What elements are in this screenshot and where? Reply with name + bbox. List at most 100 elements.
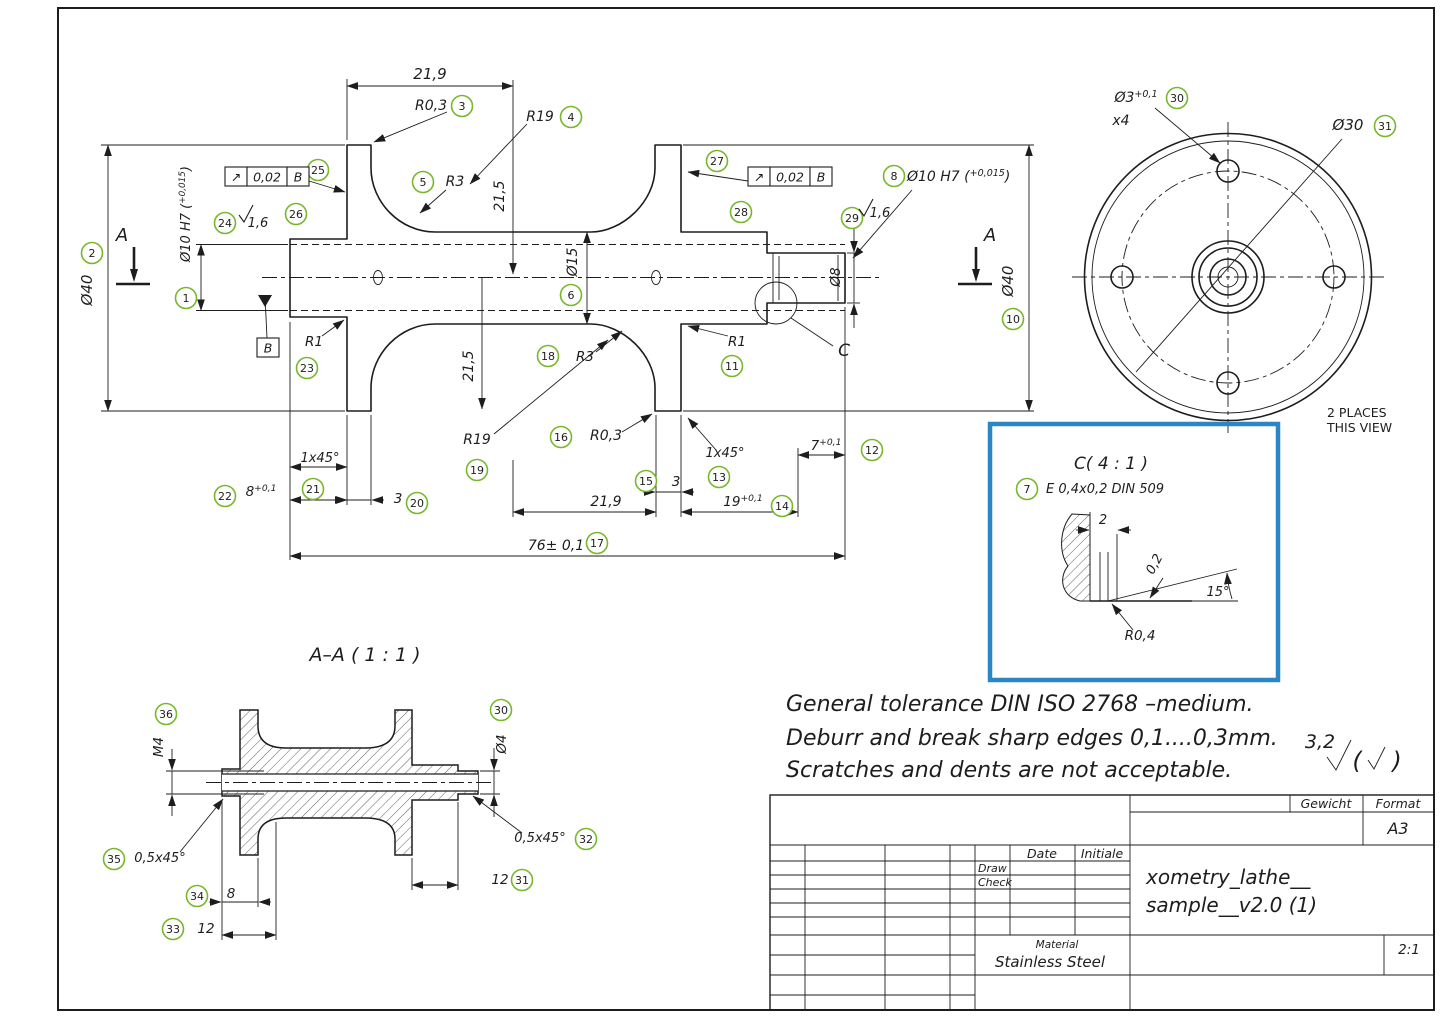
svg-text:28: 28 bbox=[734, 206, 748, 219]
dim-label: R19 bbox=[526, 109, 554, 125]
svg-text:27: 27 bbox=[710, 155, 724, 168]
dim-label: ) bbox=[1390, 747, 1401, 775]
section-dimension-lines bbox=[166, 748, 523, 940]
surface-finish-mark bbox=[238, 204, 254, 224]
svg-text:34: 34 bbox=[190, 890, 204, 903]
dim-label: R0,4 bbox=[1125, 628, 1156, 644]
general-notes: General tolerance DIN ISO 2768 –medium. … bbox=[786, 692, 1278, 783]
balloon-30: 30 bbox=[489, 698, 513, 722]
dim-label: R1 bbox=[728, 334, 746, 350]
balloon-35: 35 bbox=[102, 847, 126, 871]
section-arrow-left bbox=[116, 247, 150, 286]
dim-label: 15° bbox=[1206, 585, 1229, 600]
dim-label: x4 bbox=[1111, 113, 1129, 129]
balloon-22: 22 bbox=[213, 484, 237, 508]
dim-label: 12 bbox=[491, 872, 508, 888]
balloon-32: 32 bbox=[574, 827, 598, 851]
svg-text:0,02: 0,02 bbox=[253, 170, 281, 185]
bolt-hole bbox=[1322, 265, 1346, 289]
balloon-19: 19 bbox=[465, 458, 489, 482]
dim-label: ( bbox=[1352, 747, 1363, 775]
detail-c-circle bbox=[754, 281, 798, 325]
dim-label: R19 bbox=[463, 432, 491, 448]
svg-text:B: B bbox=[817, 170, 826, 185]
balloon-12: 12 bbox=[860, 438, 884, 462]
dim-label: 21,5 bbox=[492, 180, 508, 211]
balloon-20: 20 bbox=[405, 491, 429, 515]
svg-text:21: 21 bbox=[306, 483, 320, 496]
dim-label: Ø10 H7 (+0,015) bbox=[906, 168, 1010, 185]
end-view: 2 PLACES THIS VIEW bbox=[1072, 107, 1392, 435]
balloon-31: 31 bbox=[1373, 114, 1397, 138]
balloon-34: 34 bbox=[185, 884, 209, 908]
svg-text:14: 14 bbox=[775, 500, 789, 513]
flange-hole bbox=[651, 270, 661, 285]
format-label: Format bbox=[1376, 796, 1422, 811]
dim-label: Ø3+0,1 bbox=[1113, 89, 1157, 106]
detail-c-view: C( 4 : 1 ) E 0,4x0,2 DIN 509 bbox=[987, 421, 1281, 683]
surface-finish-value: 3,2 bbox=[1305, 731, 1335, 753]
svg-text:13: 13 bbox=[712, 471, 726, 484]
balloon-14: 14 bbox=[770, 494, 794, 518]
dim-label: 1,6 bbox=[248, 216, 269, 231]
section-arrow-right bbox=[958, 247, 992, 286]
feature-control-frame: B bbox=[256, 337, 280, 358]
svg-text:0,02: 0,02 bbox=[776, 170, 804, 185]
svg-text:11: 11 bbox=[725, 360, 739, 373]
dim-label: 0,5x45° bbox=[514, 831, 565, 846]
dim-label: 12 bbox=[197, 921, 214, 937]
svg-text:B: B bbox=[294, 170, 303, 185]
dim-label: R1 bbox=[305, 334, 323, 350]
svg-text:33: 33 bbox=[166, 923, 180, 936]
svg-text:18: 18 bbox=[541, 350, 555, 363]
svg-text:5: 5 bbox=[420, 176, 427, 189]
svg-text:22: 22 bbox=[218, 490, 232, 503]
dim-label: M4 bbox=[151, 737, 167, 757]
bolt-hole bbox=[1216, 371, 1240, 395]
balloon-21: 21 bbox=[301, 477, 325, 501]
svg-text:10: 10 bbox=[1006, 313, 1020, 326]
balloon-18: 18 bbox=[536, 344, 560, 368]
dim-label: 3 bbox=[394, 491, 403, 507]
note-line1: General tolerance DIN ISO 2768 –medium. bbox=[786, 692, 1254, 717]
dim-label: R3 bbox=[446, 174, 465, 190]
balloon-36: 36 bbox=[154, 702, 178, 726]
svg-text:12: 12 bbox=[865, 444, 879, 457]
dim-label: 0,5x45° bbox=[134, 851, 185, 866]
svg-text:1: 1 bbox=[183, 292, 190, 305]
svg-text:4: 4 bbox=[568, 111, 575, 124]
surface-finish-symbol: 3,2 bbox=[1305, 731, 1386, 771]
dim-label: Ø40 bbox=[78, 275, 96, 307]
balloon-30: 30 bbox=[1165, 86, 1189, 110]
svg-text:7: 7 bbox=[1024, 483, 1031, 496]
dim-label: R3 bbox=[576, 349, 594, 365]
dim-label: Ø4 bbox=[494, 734, 510, 754]
dim-label: C bbox=[838, 341, 850, 361]
dim-label: 1x45° bbox=[300, 451, 339, 466]
detail-c-section-material bbox=[1061, 513, 1091, 602]
balloon-6: 6 bbox=[559, 283, 583, 307]
section-aa-view: A–A ( 1 : 1 ) bbox=[166, 644, 523, 940]
dim-label: 76± 0,1 bbox=[528, 538, 584, 554]
svg-text:25: 25 bbox=[311, 164, 325, 177]
balloon-5: 5 bbox=[411, 170, 435, 194]
balloon-28: 28 bbox=[729, 200, 753, 224]
svg-text:30: 30 bbox=[494, 704, 508, 717]
balloon-3: 3 bbox=[450, 94, 474, 118]
dim-label: 8 bbox=[227, 886, 236, 902]
date-label: Date bbox=[1027, 846, 1057, 861]
flange-hole bbox=[373, 270, 383, 285]
svg-text:15: 15 bbox=[639, 475, 653, 488]
balloon-33: 33 bbox=[161, 917, 185, 941]
surface-finish-mark bbox=[858, 198, 874, 218]
material-value: Stainless Steel bbox=[995, 953, 1106, 971]
svg-text:16: 16 bbox=[554, 431, 568, 444]
dim-label: 21,9 bbox=[413, 65, 446, 83]
dim-label: R0,3 bbox=[590, 428, 622, 444]
scale-value: 2:1 bbox=[1398, 942, 1420, 958]
balloon-23: 23 bbox=[295, 356, 319, 380]
